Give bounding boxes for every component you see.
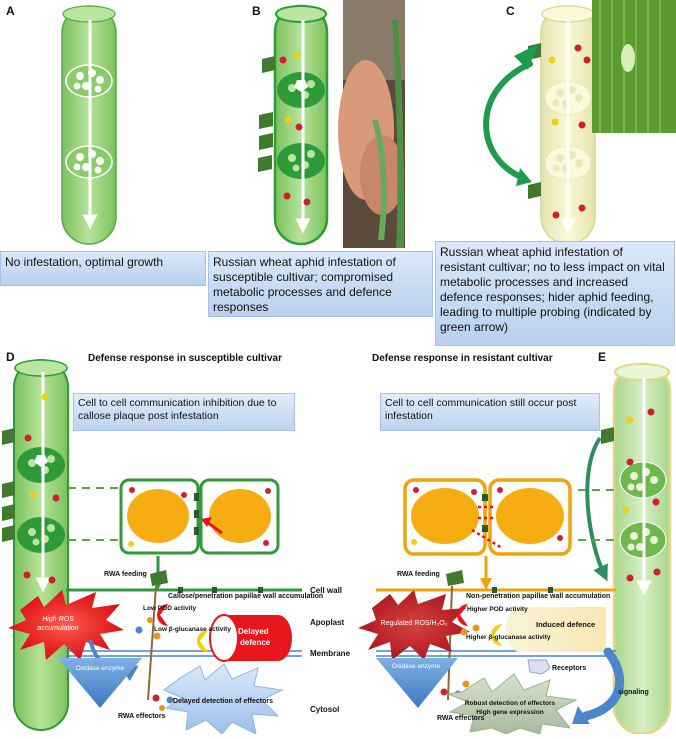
e-pod-label: Higher POD activity <box>467 606 528 613</box>
panel-d-title: Defense response in susceptible cultivar <box>88 353 282 364</box>
panel-c-stem <box>483 5 596 245</box>
panel-d-layers <box>8 570 302 735</box>
e-glucanase-label: Higher β-glucanase activity <box>466 634 551 641</box>
d-oxidase-label: Oxidase enzyme <box>76 665 125 672</box>
e-receptors-label: Receptors <box>552 665 586 672</box>
e-wall-label: Non-penetration papillae wall accumulati… <box>466 593 610 600</box>
panel-d-callout: Cell to cell communication inhibition du… <box>73 393 295 431</box>
panel-b-photo <box>338 0 405 248</box>
panel-e-layers <box>358 570 625 735</box>
e-detection-line-1: Robust detection of effectors <box>465 700 556 707</box>
d-ros-line-2: accumulation <box>37 625 78 632</box>
panel-a-stem <box>61 5 117 245</box>
d-glucanase-label: Low β-glucanase activity <box>154 626 231 633</box>
panel-b-letter: B <box>252 4 261 18</box>
cell-wall-label: Cell wall <box>310 586 342 595</box>
panel-e-title: Defense response in resistant cultivar <box>372 353 553 364</box>
panel-c-letter: C <box>506 4 515 18</box>
d-defence-word-2: defence <box>240 638 271 647</box>
e-oxidase-label: Oxidase enzyme <box>392 663 441 670</box>
panel-e-cells <box>403 478 614 590</box>
e-rwa-feeding-label: RWA feeding <box>397 571 440 578</box>
cytosol-label: Cytosol <box>310 705 339 714</box>
apoplast-label: Apoplast <box>310 618 345 627</box>
d-defence-word-1: Delayed <box>238 627 269 636</box>
panel-a-caption: No infestation, optimal growth <box>0 251 206 286</box>
panel-e-stem <box>585 362 672 736</box>
d-effectors-label: RWA effectors <box>118 713 166 720</box>
panel-d-letter: D <box>6 350 15 364</box>
e-effectors-label: RWA effectors <box>437 715 485 722</box>
e-ros-label: Regulated ROS/H₂O₂ <box>381 620 448 627</box>
e-signaling-label: signaling <box>618 689 649 696</box>
panel-b-stem <box>258 4 329 246</box>
panel-d-stem <box>2 359 69 731</box>
e-defence-label: Induced defence <box>536 620 595 629</box>
panel-e-callout: Cell to cell communication still occur p… <box>380 393 600 431</box>
d-ros-line-1: High ROS <box>42 616 74 623</box>
panel-e-letter: E <box>598 350 607 364</box>
d-detection-label: Delayed detection of effectors <box>173 698 273 705</box>
d-wall-label: Callose/penetration papillae wall accumu… <box>168 593 323 600</box>
panel-b-caption: Russian wheat aphid infestation of susce… <box>208 251 433 317</box>
panel-c-caption: Russian wheat aphid infestation of resis… <box>435 241 675 346</box>
panel-d-cells <box>68 478 280 590</box>
panel-a-letter: A <box>6 4 15 18</box>
membrane-label: Membrane <box>310 649 351 658</box>
panel-c-photo <box>592 0 676 133</box>
d-pod-label: Low POD activity <box>143 605 196 612</box>
d-rwa-feeding-label: RWA feeding <box>104 571 147 578</box>
e-detection-line-2: High gene expression <box>476 709 544 716</box>
